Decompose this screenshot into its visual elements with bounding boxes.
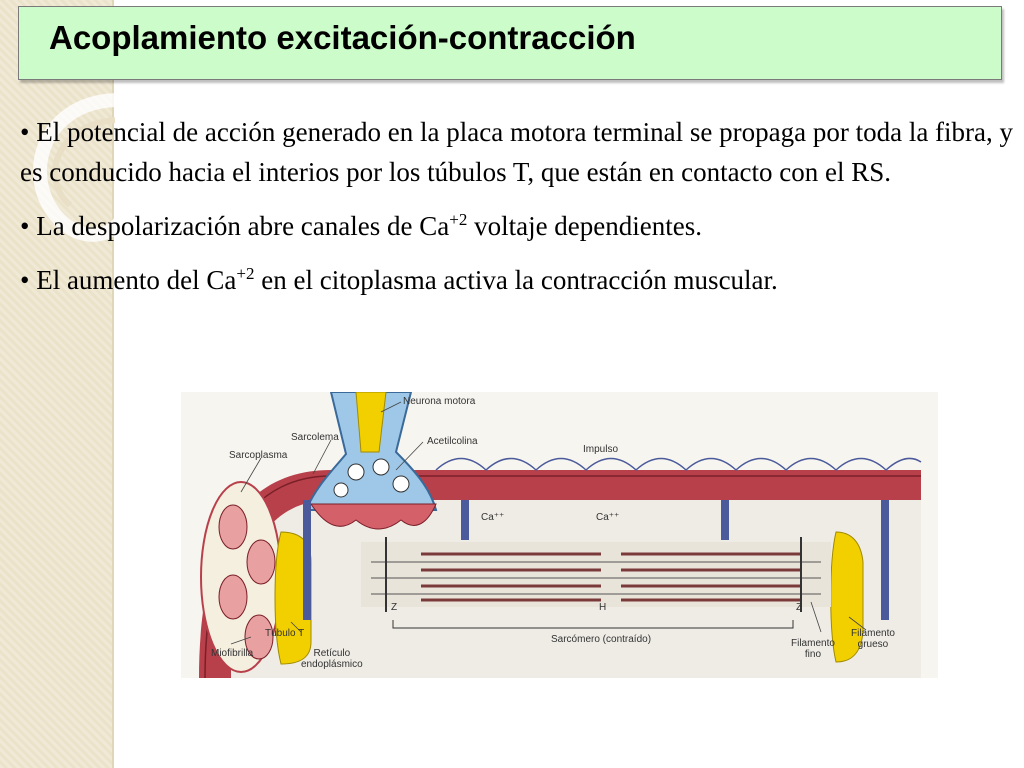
thick-filaments bbox=[361, 542, 831, 607]
sarcomere-bracket bbox=[392, 620, 794, 629]
label-calcium-2: Ca⁺⁺ bbox=[596, 512, 620, 523]
label-calcium-1: Ca⁺⁺ bbox=[481, 512, 505, 523]
label-miofibrilla: Miofibrilla bbox=[211, 648, 254, 659]
myofibril-section bbox=[218, 504, 248, 550]
muscle-fiber-diagram: Neurona motora Sarcolema Acetilcolina Sa… bbox=[181, 392, 938, 678]
label-z-right: Z bbox=[796, 602, 803, 613]
label-acetilcolina: Acetilcolina bbox=[427, 436, 478, 447]
label-filamento-grueso: Filamento grueso bbox=[851, 628, 895, 650]
motor-end-plate bbox=[310, 503, 437, 530]
label-impulso: Impulso bbox=[583, 444, 619, 455]
label-h-zone: H bbox=[599, 602, 607, 613]
label-filamento-fino: Filamento fino bbox=[791, 638, 835, 660]
myofibril-section bbox=[218, 574, 248, 620]
bullet-text: • La despolarización abre canales de Ca bbox=[20, 211, 450, 241]
impulse-arrows bbox=[435, 457, 922, 472]
filament-rows bbox=[421, 552, 801, 602]
t-tubule bbox=[461, 500, 469, 540]
label-neurona-motora: Neurona motora bbox=[403, 396, 476, 407]
bullet-item: • El aumento del Ca+2 en el citoplasma a… bbox=[20, 254, 1015, 300]
bullet-text: voltaje dependientes. bbox=[467, 211, 702, 241]
diagram-drawing bbox=[199, 392, 922, 678]
label-sarcomero: Sarcómero (contraído) bbox=[551, 634, 652, 645]
swirl-decoration bbox=[33, 93, 133, 242]
label-sarcolema: Sarcolema bbox=[291, 432, 339, 443]
bullet-text: • El aumento del Ca bbox=[20, 265, 237, 295]
superscript: +2 bbox=[236, 264, 255, 283]
t-tubule bbox=[303, 500, 311, 620]
label-sarcoplasma: Sarcoplasma bbox=[229, 450, 288, 461]
bullet-list: • El potencial de acción generado en la … bbox=[20, 112, 1015, 308]
t-tubule bbox=[881, 500, 889, 620]
bullet-item: • La despolarización abre canales de Ca+… bbox=[20, 200, 1015, 246]
sarcolemma-band bbox=[199, 470, 921, 678]
bullet-item: • El potencial de acción generado en la … bbox=[20, 112, 1015, 192]
label-tubulo-t: Túbulo T bbox=[265, 628, 305, 639]
page-title: Acoplamiento excitación-contracción bbox=[49, 19, 636, 56]
myofibril-section bbox=[244, 614, 274, 660]
bullet-text: en el citoplasma activa la contracción m… bbox=[254, 265, 778, 295]
label-z-left: Z bbox=[391, 602, 398, 613]
t-tubule bbox=[721, 500, 729, 540]
thin-filaments bbox=[371, 561, 821, 595]
superscript: +2 bbox=[449, 210, 468, 229]
label-reticulo: Retículo endoplásmico bbox=[301, 648, 363, 670]
myofibril-section bbox=[246, 539, 276, 585]
title-box: Acoplamiento excitación-contracción bbox=[18, 6, 1002, 80]
bullet-text: • El potencial de acción generado en la … bbox=[20, 117, 1014, 187]
